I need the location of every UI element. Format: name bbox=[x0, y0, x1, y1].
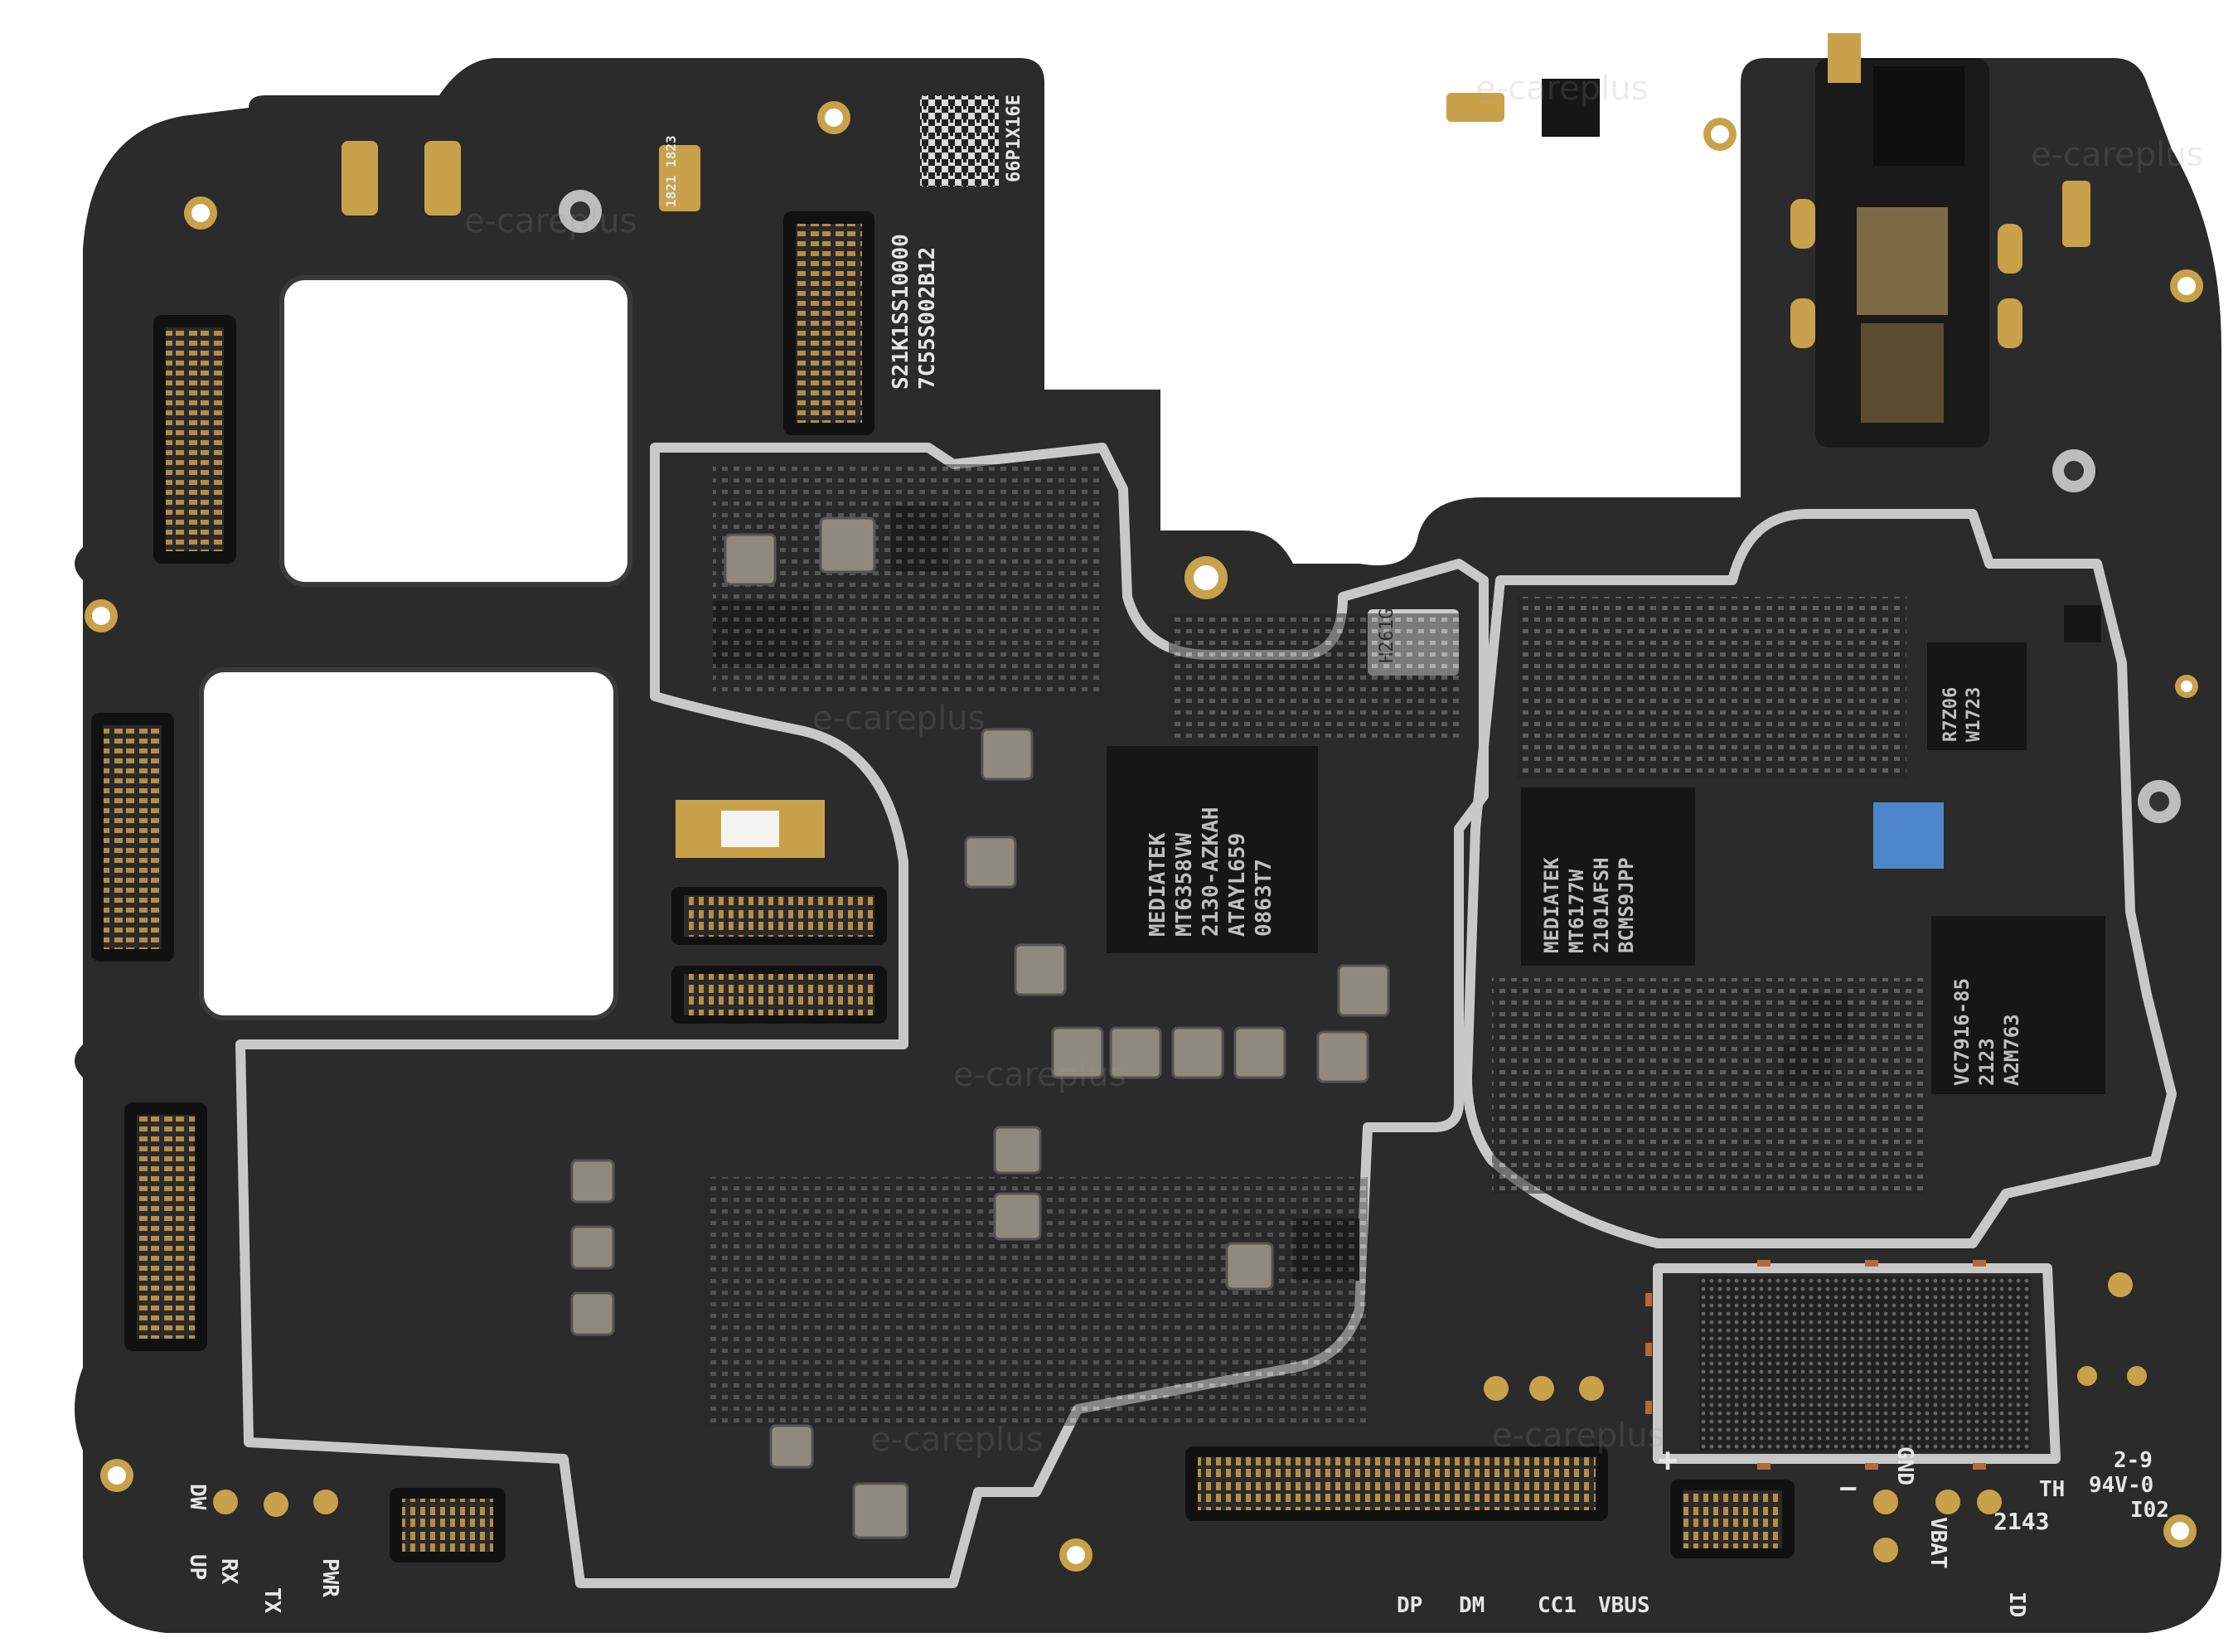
pa-chip: VC7916-85 2123 A2M763 bbox=[1931, 916, 2105, 1094]
r7z-chip: R7Z06 W1723 bbox=[1927, 642, 2027, 750]
code-4: 2143 bbox=[1993, 1508, 2049, 1535]
label-vbat: VBAT bbox=[1926, 1517, 1950, 1569]
watermark-3: e-careplus bbox=[953, 1056, 1126, 1094]
coax-connector-icon bbox=[559, 190, 2181, 823]
blue-chip bbox=[1873, 802, 1944, 869]
watermark-2: e-careplus bbox=[812, 700, 985, 738]
label-minus: — bbox=[1840, 1471, 1857, 1503]
watermark-1: e-careplus bbox=[464, 202, 637, 240]
soc-line-3: 2130-AZKAH bbox=[1199, 807, 1223, 937]
label-dp: DP bbox=[1397, 1593, 1422, 1618]
label-rx: RX bbox=[216, 1558, 241, 1585]
datamatrix bbox=[920, 95, 999, 187]
r7z-line-1: R7Z06 bbox=[1940, 687, 1961, 742]
label-up: UP bbox=[185, 1554, 210, 1580]
mt6177-line-3: 2101AFSH bbox=[1590, 857, 1613, 953]
serial-block: S21K1SS10000 7C55S002B12 bbox=[889, 234, 940, 390]
label-gnd: GND bbox=[1892, 1446, 1917, 1485]
label-pwr: PWR bbox=[317, 1558, 342, 1597]
watermarks: e-careplus e-careplus e-careplus e-carep… bbox=[464, 70, 2203, 1459]
watermark-5: e-careplus bbox=[2031, 136, 2203, 174]
r7z-line-2: W1723 bbox=[1964, 687, 1984, 742]
gold-contacts bbox=[342, 93, 2090, 348]
label-th: TH bbox=[2039, 1477, 2065, 1502]
test-pads bbox=[213, 1272, 2147, 1562]
inductors bbox=[570, 516, 1390, 1539]
code-2: 94V-0 bbox=[2089, 1473, 2153, 1498]
code-3: I02 bbox=[2130, 1498, 2169, 1523]
label-vbus: VBUS bbox=[1598, 1593, 1650, 1618]
watermark-4: e-careplus bbox=[1475, 70, 1648, 108]
camera-cutout-bottom bbox=[199, 667, 618, 1020]
passive-field-pmic bbox=[713, 464, 1102, 696]
copper-dots bbox=[1645, 1260, 1986, 1470]
watermark-7: e-careplus bbox=[870, 1421, 1043, 1459]
label-cc1: CC1 bbox=[1538, 1593, 1577, 1618]
passive-field-rf bbox=[1517, 597, 1906, 779]
mt6177-line-1: MEDIATEK bbox=[1540, 857, 1563, 953]
code-1: 2-9 bbox=[2114, 1448, 2153, 1473]
bga-area bbox=[1699, 1277, 2031, 1451]
soc-chip: MEDIATEK MT6358VW 2130-AZKAH ATAYL659 08… bbox=[1107, 746, 1318, 953]
soc-line-2: MT6358VW bbox=[1172, 832, 1197, 937]
mic-label: 1821 1823 bbox=[663, 135, 679, 207]
btb-connectors bbox=[91, 211, 1795, 1562]
watermark-6: e-careplus bbox=[1492, 1417, 1664, 1455]
flash-led-icon bbox=[676, 800, 825, 858]
soc-line-4: ATAYL659 bbox=[1225, 833, 1250, 937]
pa-line-2: 2123 bbox=[1975, 1038, 1998, 1086]
pa-line-1: VC7916-85 bbox=[1950, 978, 1974, 1086]
label-plus: + bbox=[1658, 1441, 1678, 1480]
mt6177-line-4: BCMS9JPP bbox=[1615, 857, 1638, 953]
mt6177-line-2: MT6177W bbox=[1565, 869, 1588, 953]
pa-line-3: A2M763 bbox=[2000, 1014, 2023, 1086]
soc-line-1: MEDIATEK bbox=[1146, 832, 1170, 937]
mounting-holes bbox=[85, 101, 2203, 1572]
side-code: 66P1X16E bbox=[1004, 94, 1025, 182]
passive-field-rf2 bbox=[1492, 978, 1923, 1194]
soc-line-5: 0863T7 bbox=[1252, 859, 1276, 937]
label-tx: TX bbox=[259, 1587, 284, 1614]
label-dm: DM bbox=[1459, 1593, 1485, 1618]
serial-line-1: S21K1SS10000 bbox=[889, 234, 913, 390]
audio-jack bbox=[1815, 33, 1989, 448]
passive-field-soc bbox=[1169, 613, 1459, 738]
serial-line-2: 7C55S002B12 bbox=[915, 247, 940, 390]
label-id: ID bbox=[2004, 1591, 2029, 1617]
transceiver-chip: MEDIATEK MT6177W 2101AFSH BCMS9JPP bbox=[1521, 787, 1695, 966]
silkscreen: DW UP RX TX PWR DP DM CC1 VBUS GND VBAT … bbox=[185, 1441, 2169, 1618]
camera-cutout-top bbox=[279, 275, 632, 587]
label-dw: DW bbox=[185, 1484, 210, 1510]
